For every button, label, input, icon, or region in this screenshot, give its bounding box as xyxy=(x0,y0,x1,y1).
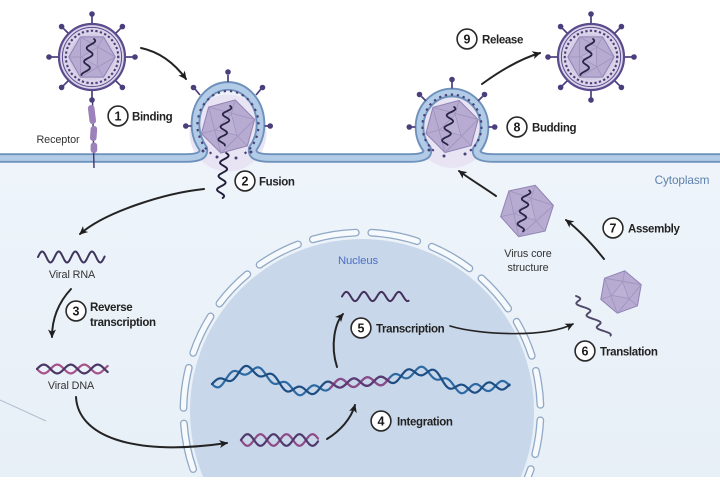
svg-text:Reverse: Reverse xyxy=(90,302,132,314)
svg-text:Assembly: Assembly xyxy=(628,224,680,236)
svg-text:4: 4 xyxy=(378,414,385,428)
svg-text:Release: Release xyxy=(482,35,523,47)
svg-text:Fusion: Fusion xyxy=(259,177,295,189)
svg-text:6: 6 xyxy=(582,344,589,358)
svg-text:Binding: Binding xyxy=(132,112,173,124)
svg-text:Cytoplasm: Cytoplasm xyxy=(655,173,710,187)
svg-text:Viral DNA: Viral DNA xyxy=(48,380,95,392)
svg-text:Transcription: Transcription xyxy=(376,324,445,336)
svg-text:2: 2 xyxy=(242,174,249,188)
svg-text:Virus core: Virus core xyxy=(504,248,552,260)
svg-text:Receptor: Receptor xyxy=(36,134,80,146)
svg-text:Translation: Translation xyxy=(600,347,658,359)
svg-text:Budding: Budding xyxy=(532,123,576,135)
svg-text:transcription: transcription xyxy=(90,317,156,329)
svg-text:Nucleus: Nucleus xyxy=(338,255,379,267)
svg-text:5: 5 xyxy=(358,321,365,335)
svg-text:Integration: Integration xyxy=(397,417,453,429)
svg-text:structure: structure xyxy=(507,262,548,274)
svg-text:3: 3 xyxy=(73,304,80,318)
svg-text:1: 1 xyxy=(115,109,122,123)
svg-text:7: 7 xyxy=(610,221,617,235)
svg-text:9: 9 xyxy=(464,32,471,46)
svg-text:Viral RNA: Viral RNA xyxy=(49,269,96,281)
svg-text:8: 8 xyxy=(514,120,521,134)
